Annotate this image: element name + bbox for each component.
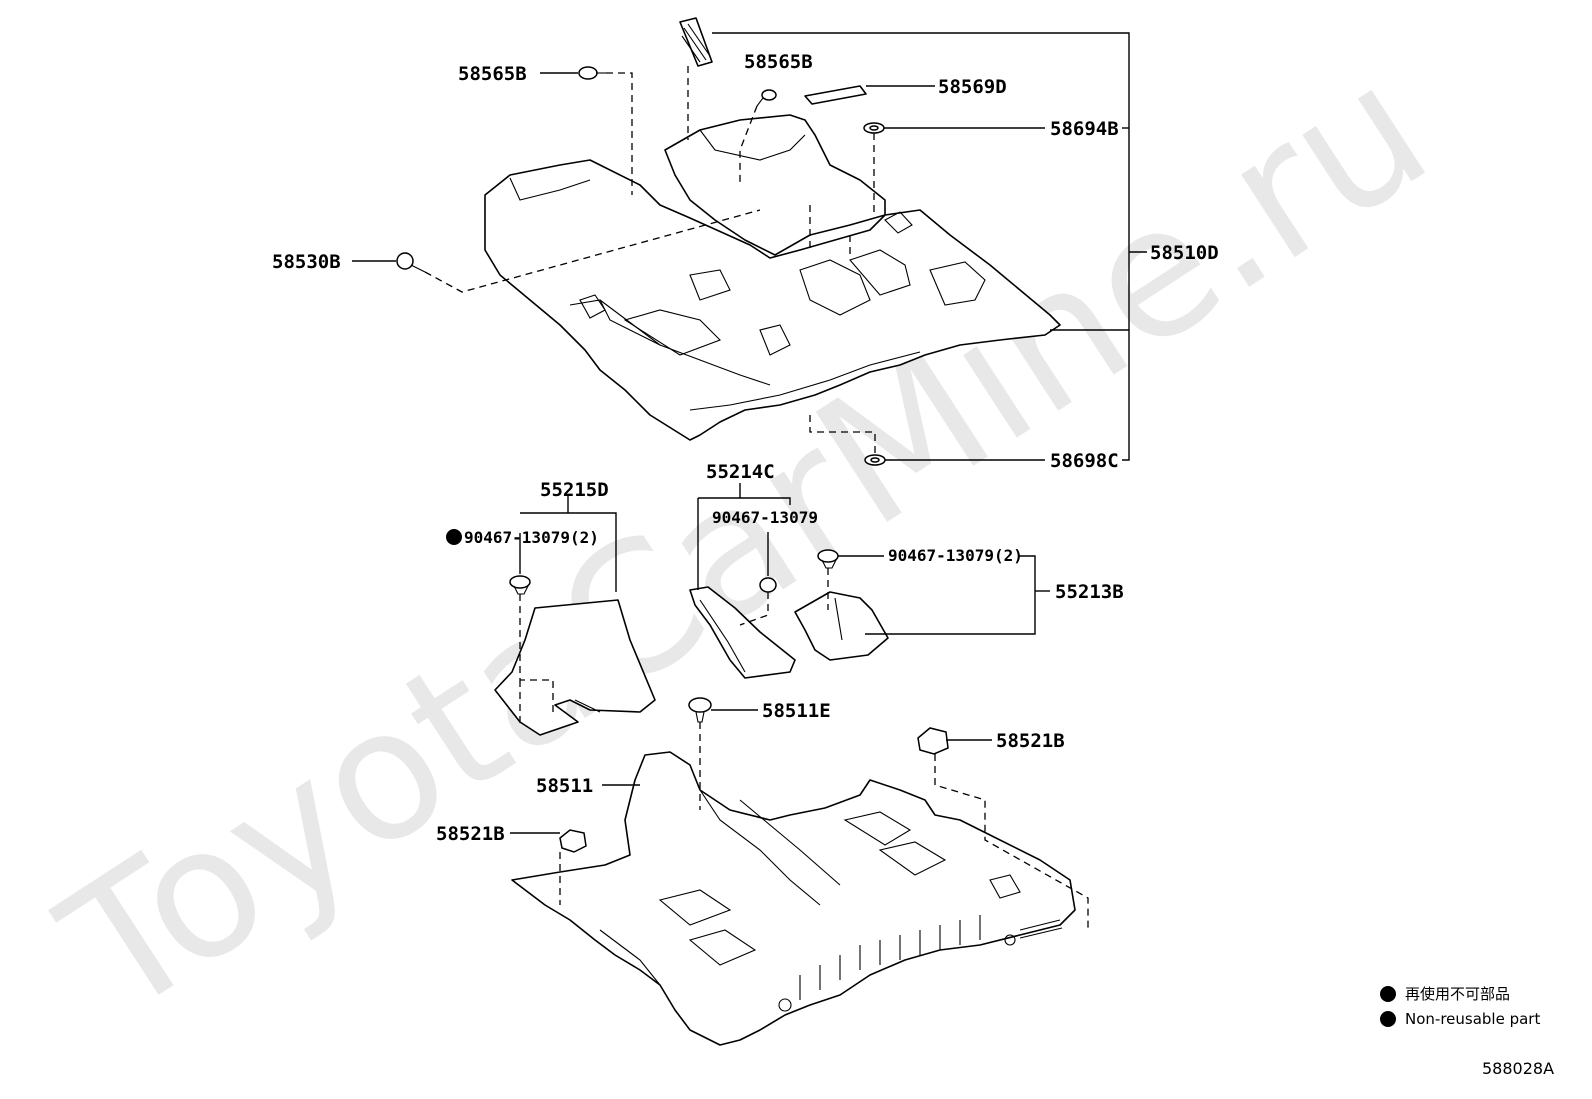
legend-line-2: Non-reusable part <box>1405 1010 1540 1028</box>
label-58569d: 58569D <box>938 76 1007 98</box>
pad-55215d[interactable] <box>494 599 656 736</box>
label-90467-right: 90467-13079(2) <box>888 546 1023 565</box>
legend-line-1: 再使用不可部品 <box>1405 985 1510 1003</box>
pad-55214c[interactable] <box>689 586 796 679</box>
label-58521b-left: 58521B <box>436 823 505 845</box>
legend-bullet-1 <box>1380 986 1396 1002</box>
legend-bullet-2 <box>1380 1011 1396 1027</box>
non-reusable-mark-left <box>446 529 462 545</box>
floor-silencer-58511[interactable] <box>511 751 1076 1046</box>
screw-58530b[interactable] <box>396 252 426 273</box>
label-58511e: 58511E <box>762 700 831 722</box>
screw-58565b-top[interactable] <box>756 89 777 107</box>
grommet-58698c[interactable] <box>864 454 886 466</box>
label-58510d: 58510D <box>1150 242 1219 264</box>
label-58530b: 58530B <box>272 251 341 273</box>
grommet-58694b[interactable] <box>863 122 885 134</box>
label-55215d: 55215D <box>540 479 609 501</box>
clip-90467-mid[interactable] <box>759 577 777 593</box>
label-90467-left: 90467-13079(2) <box>464 528 599 547</box>
clip-58511e[interactable] <box>688 697 712 723</box>
label-58511: 58511 <box>536 775 593 797</box>
clip-58521b-left[interactable] <box>559 829 587 853</box>
plate-58569d[interactable] <box>804 85 867 105</box>
label-58565b-left: 58565B <box>458 63 527 85</box>
label-55213b: 55213B <box>1055 581 1124 603</box>
diagram-code: 588028A <box>1482 1059 1554 1078</box>
label-58694b: 58694B <box>1050 118 1119 140</box>
front-floor-carpet-58510d[interactable] <box>484 114 1061 441</box>
pad-55213b[interactable] <box>794 591 889 661</box>
label-58565b-top: 58565B <box>744 51 813 73</box>
label-90467-mid: 90467-13079 <box>712 508 818 527</box>
clip-58521b-right[interactable] <box>917 727 949 755</box>
label-55214c: 55214C <box>706 461 775 483</box>
clip-90467-left[interactable] <box>509 575 531 595</box>
floor-pad-piece[interactable] <box>679 17 713 67</box>
label-58698c: 58698C <box>1050 450 1119 472</box>
label-58521b-right: 58521B <box>996 730 1065 752</box>
clip-58565b-left[interactable] <box>578 66 606 80</box>
